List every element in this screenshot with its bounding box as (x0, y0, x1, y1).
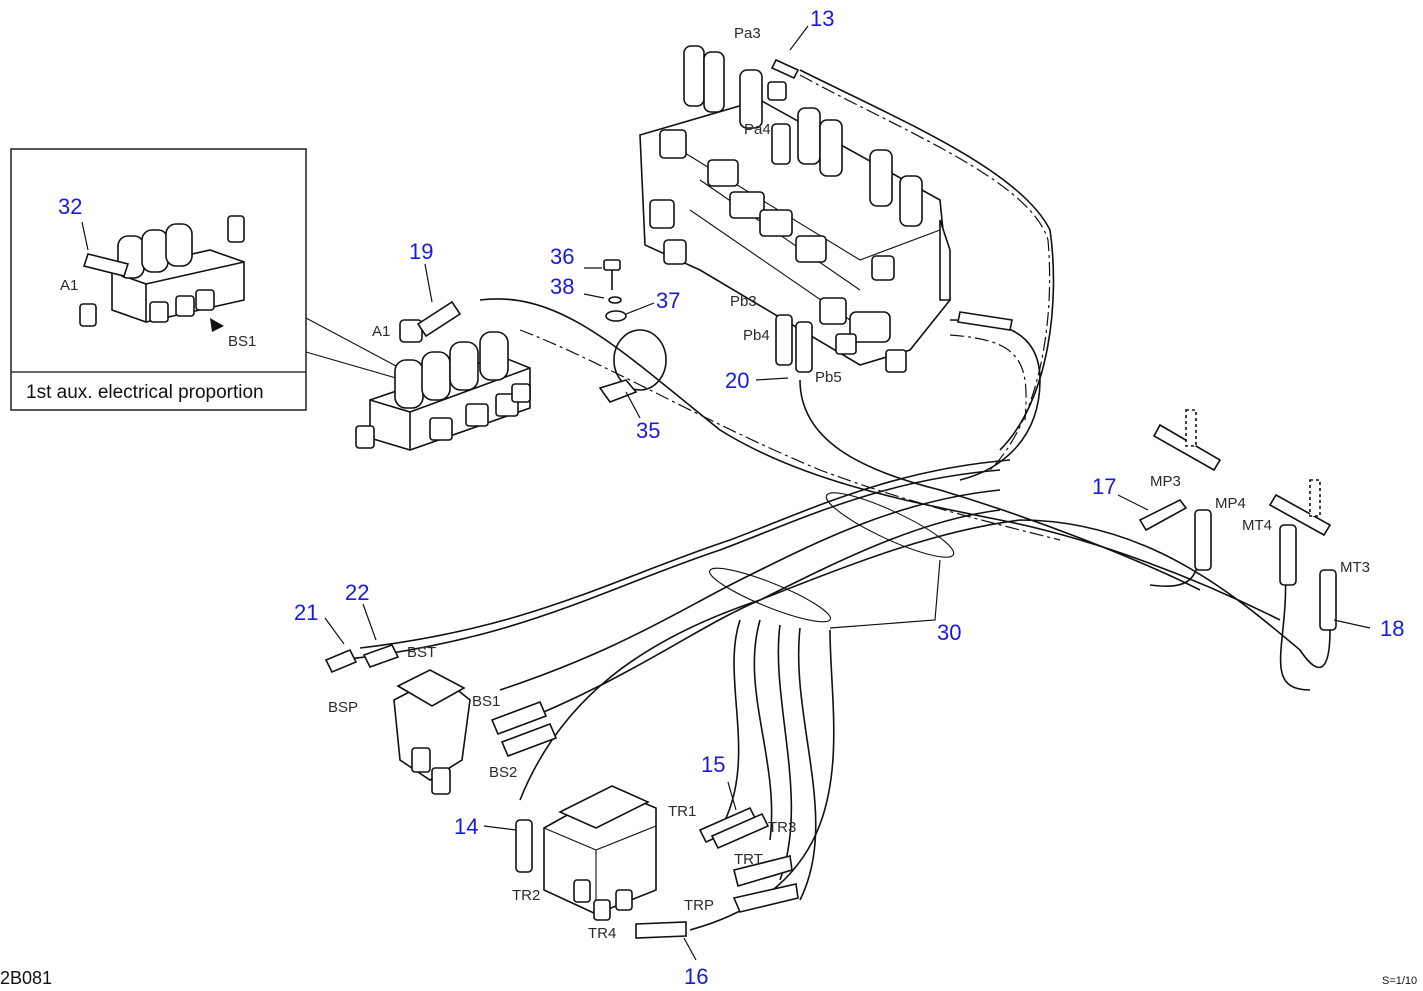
leader-lines (81, 25, 1371, 961)
callout-37: 37 (656, 288, 680, 313)
port-label-bs1: BS1 (472, 693, 500, 710)
port-label-bsp: BSP (328, 699, 358, 716)
callout-numbers: 13 19 32 36 38 37 35 20 17 18 30 21 22 1… (58, 6, 1404, 989)
callout-32: 32 (58, 194, 82, 219)
port-label-bs1-inset: BS1 (228, 333, 256, 350)
callout-30: 30 (937, 620, 961, 645)
port-label-tr2: TR2 (512, 887, 540, 904)
main-control-valve (639, 45, 951, 373)
inset-caption: 1st aux. electrical proportion (26, 382, 264, 403)
port-label-mt4: MT4 (1242, 517, 1272, 534)
port-label-bs2: BS2 (489, 764, 517, 781)
callout-38: 38 (550, 274, 574, 299)
port-label-pb3: Pb3 (730, 293, 757, 310)
port-label-pa4: Pa4 (744, 121, 771, 138)
callout-18: 18 (1380, 616, 1404, 641)
port-label-pb4: Pb4 (743, 327, 770, 344)
pilot-valve-bsp (393, 669, 471, 795)
hose-clamp (598, 259, 667, 403)
callout-16: 16 (684, 964, 708, 989)
port-label-bst: BST (407, 644, 436, 661)
callout-20: 20 (725, 368, 749, 393)
port-label-tr3: TR3 (768, 819, 796, 836)
solenoid-valve-block (355, 300, 531, 451)
callout-36: 36 (550, 244, 574, 269)
hose-fittings (324, 58, 1337, 939)
port-label-trt: TRT (734, 851, 763, 868)
callout-19: 19 (409, 239, 433, 264)
callout-22: 22 (345, 580, 369, 605)
callout-13: 13 (810, 6, 834, 31)
callout-35: 35 (636, 418, 660, 443)
port-label-pa3: Pa3 (734, 25, 761, 42)
port-label-mp3: MP3 (1150, 473, 1181, 490)
hose-bundle (339, 69, 1331, 931)
callout-21: 21 (294, 600, 318, 625)
callout-14: 14 (454, 814, 478, 839)
inset-valve-block (79, 215, 245, 332)
port-label-tr4: TR4 (588, 925, 616, 942)
port-label-mp4: MP4 (1215, 495, 1246, 512)
port-labels: Pa3 Pa4 Pb3 Pb4 Pb5 A1 A1 BS1 BST BS1 BS… (60, 25, 1370, 942)
port-label-mt3: MT3 (1340, 559, 1370, 576)
callout-15: 15 (701, 752, 725, 777)
port-label-tr1: TR1 (668, 803, 696, 820)
inset-box (10, 148, 397, 411)
port-label-trp: TRP (684, 897, 714, 914)
callout-17: 17 (1092, 474, 1116, 499)
port-label-pb5: Pb5 (815, 369, 842, 386)
scale-label: S=1/10 (1382, 975, 1417, 987)
port-label-a1-inset: A1 (60, 277, 78, 294)
pilot-valve-travel (543, 785, 657, 921)
drawing-code: 2B081 (0, 968, 52, 988)
port-label-a1: A1 (372, 323, 390, 340)
